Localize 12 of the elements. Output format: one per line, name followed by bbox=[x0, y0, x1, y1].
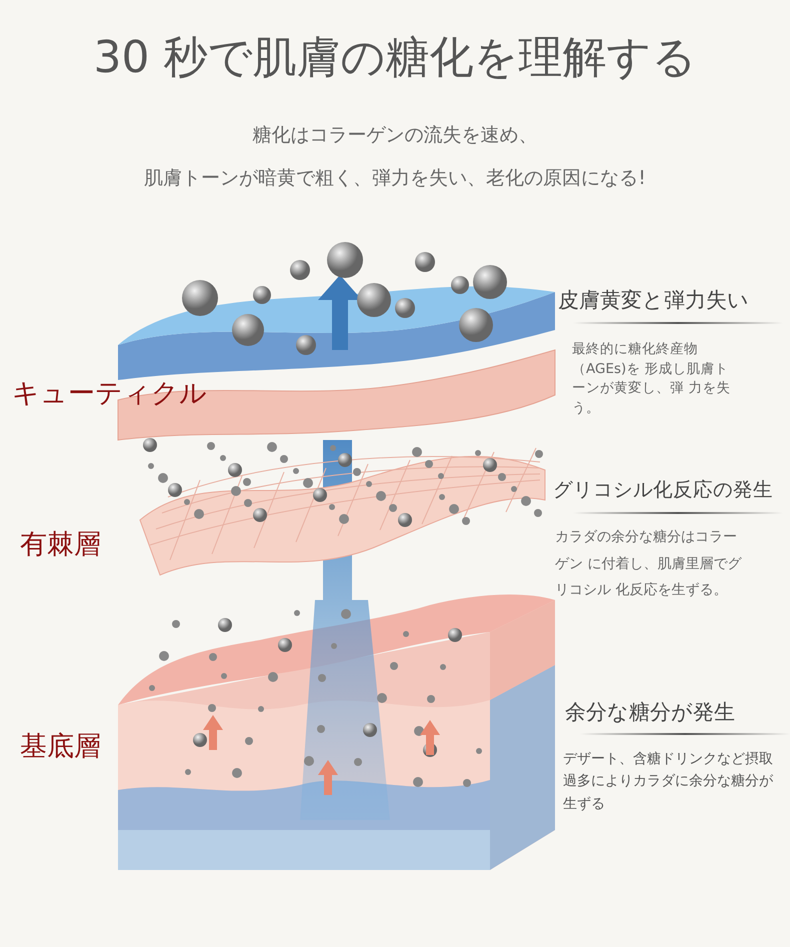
subtitle: 肌膚トーンが暗黄で粗く、弾力を失い、老化の原因になる! bbox=[143, 166, 647, 191]
layer-label: 有棘層 bbox=[20, 528, 102, 562]
subtitle: 糖化はコラーゲンの流失を速め、 bbox=[252, 123, 538, 148]
layer-label: 基底層 bbox=[20, 730, 102, 764]
section-heading: 余分な糖分が発生 bbox=[565, 699, 736, 726]
title: 30 秒で肌膚の糖化を理解する bbox=[92, 31, 698, 85]
description-text: デザート、含糖ドリンクなど摂取過多によりカラダに余分な糖分が生ずる bbox=[563, 750, 774, 814]
section-heading: グリコシル化反応の発生 bbox=[553, 477, 774, 503]
description-text: 最終的に糖化終産物（AGEs)を 形成し肌膚トーンが黄変し、弾 力を失う。 bbox=[572, 340, 732, 418]
layer-label: キューティクル bbox=[12, 377, 208, 411]
section-heading: 皮膚黄変と弾力失い bbox=[558, 287, 750, 314]
description-text: カラダの余分な糖分はコラーゲン に付着し、肌膚里層でグリコシル 化反応を生ずる。 bbox=[555, 528, 743, 600]
